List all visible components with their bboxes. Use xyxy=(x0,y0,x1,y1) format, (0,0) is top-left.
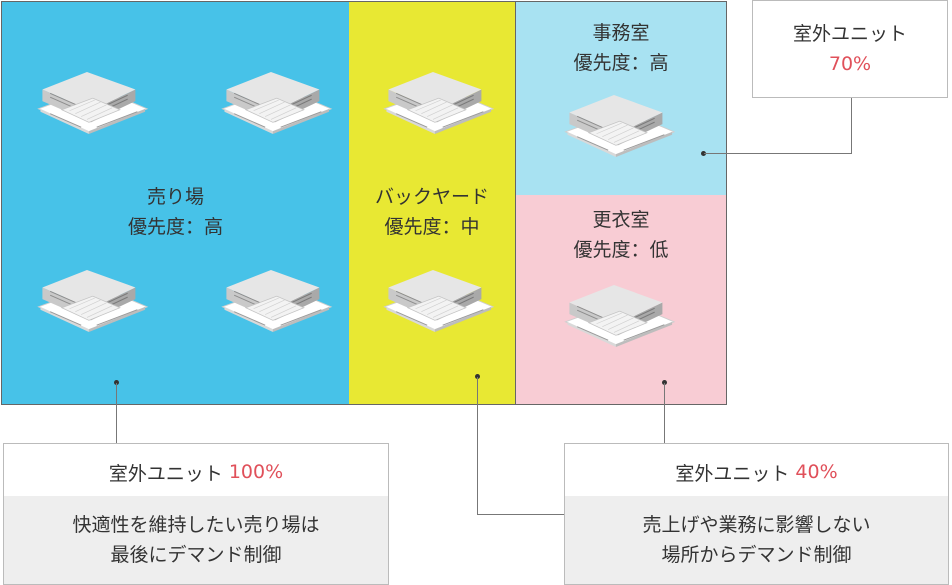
ac-unit-icon xyxy=(23,270,149,332)
outdoor-unit-callout-sales: 室外ユニット 100% 快適性を維持したい売り場は 最後にデマンド制御 xyxy=(3,443,389,585)
back-zone-name: バックヤード xyxy=(374,186,489,208)
callout-locker-percent: 40% xyxy=(795,461,838,483)
ac-unit-icon xyxy=(23,72,149,134)
leader-line xyxy=(116,383,117,444)
office-zone-priority: 優先度：高 xyxy=(573,52,669,74)
ac-unit-icon xyxy=(550,95,676,157)
leader-line xyxy=(704,153,852,154)
leader-line xyxy=(851,98,852,154)
sales-zone-label: 売り場 優先度：高 xyxy=(2,182,349,242)
office-connection-dot xyxy=(701,151,706,156)
callout-sales-desc-line1: 快適性を維持したい売り場は xyxy=(72,514,320,536)
callout-sales-header: 室外ユニット 100% xyxy=(4,444,388,500)
office-zone-name: 事務室 xyxy=(592,22,650,44)
callout-sales-desc-line2: 最後にデマンド制御 xyxy=(110,544,282,566)
callout-office-label: 室外ユニット xyxy=(792,23,907,45)
zone-backyard: バックヤード 優先度：中 xyxy=(349,1,516,405)
leader-line xyxy=(664,383,665,444)
callout-sales-description: 快適性を維持したい売り場は 最後にデマンド制御 xyxy=(4,496,388,584)
outdoor-unit-callout-locker: 室外ユニット 40% 売上げや業務に影響しない 場所からデマンド制御 xyxy=(564,443,949,585)
locker-zone-label: 更衣室 優先度：低 xyxy=(516,205,726,265)
sales-zone-name: 売り場 xyxy=(146,186,204,208)
callout-sales-label: 室外ユニット xyxy=(108,462,223,485)
sales-zone-priority: 優先度：高 xyxy=(127,216,223,238)
leader-line xyxy=(477,377,478,515)
back-zone-label: バックヤード 優先度：中 xyxy=(349,182,515,242)
backyard-connection-dot xyxy=(475,374,480,379)
callout-locker-description: 売上げや業務に影響しない 場所からデマンド制御 xyxy=(565,496,948,584)
back-zone-priority: 優先度：中 xyxy=(384,216,480,238)
office-zone-label: 事務室 優先度：高 xyxy=(516,18,726,78)
zone-office: 事務室 優先度：高 xyxy=(515,1,727,196)
ac-unit-icon xyxy=(207,270,333,332)
zone-sales-floor: 売り場 優先度：高 xyxy=(1,1,350,405)
ac-unit-icon xyxy=(207,72,333,134)
ac-unit-icon xyxy=(369,72,495,134)
locker-connection-dot xyxy=(662,380,667,385)
ac-unit-icon xyxy=(369,270,495,332)
ac-unit-icon xyxy=(550,285,676,347)
sales-connection-dot xyxy=(114,380,119,385)
callout-sales-percent: 100% xyxy=(228,461,284,483)
callout-locker-desc-line1: 売上げや業務に影響しない xyxy=(642,514,871,536)
callout-locker-label: 室外ユニット xyxy=(675,462,790,485)
callout-locker-header: 室外ユニット 40% xyxy=(565,444,948,500)
callout-locker-desc-line2: 場所からデマンド制御 xyxy=(661,544,852,566)
locker-zone-priority: 優先度：低 xyxy=(573,239,669,261)
outdoor-unit-callout-office: 室外ユニット 70% xyxy=(752,0,948,98)
callout-office-percent: 70% xyxy=(828,53,872,75)
locker-zone-name: 更衣室 xyxy=(592,209,650,231)
leader-line xyxy=(477,514,565,515)
zone-locker-room: 更衣室 優先度：低 xyxy=(515,195,727,405)
